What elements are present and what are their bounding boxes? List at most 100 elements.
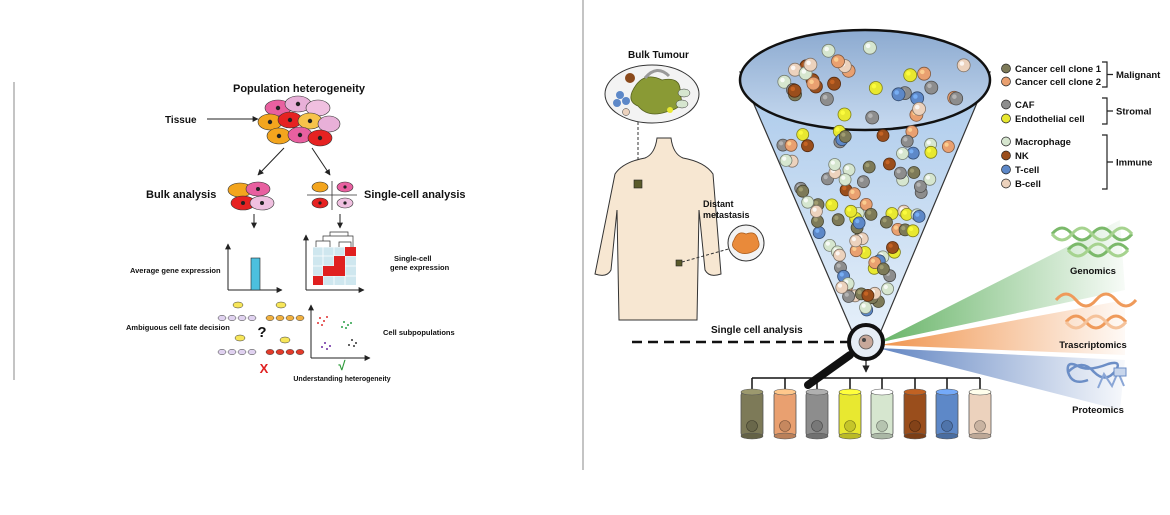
primary-tumour-site-icon: [633, 179, 643, 189]
funnel-cells: [776, 40, 971, 317]
funnel-cell: [868, 81, 883, 95]
funnel-cell: [827, 76, 841, 91]
legend-swatch-b-cell: [1001, 178, 1011, 189]
funnel-cell: [942, 140, 955, 153]
legend-bracket-immune: [1102, 134, 1113, 190]
funnel-cell: [903, 68, 918, 83]
right-panel: Bulk Tumour Distant metastasis Single ce…: [594, 28, 1161, 440]
metastasis-dashed-link: [681, 247, 733, 263]
funnel-cell: [828, 158, 842, 171]
funnel-cell: [912, 209, 926, 223]
metastasis-mass-icon: [732, 232, 760, 254]
legend-label-endothelial-cell: Endothelial cell: [1015, 114, 1085, 125]
funnel-cell: [806, 76, 821, 91]
average-gene-expression-label: Average gene expression: [130, 266, 221, 275]
sample-tube: [935, 388, 959, 440]
funnel-cell: [914, 180, 927, 193]
magnifying-glass-icon: [804, 323, 885, 389]
funnel-cell: [801, 139, 814, 153]
legend-swatch-cancer-cell-clone-2: [1001, 76, 1011, 87]
funnel-cell: [912, 102, 926, 116]
cell-subpopulations-label: Cell subpopulations: [383, 328, 455, 337]
subpopulation-scatter-plot: [308, 304, 371, 361]
protein-structure-icon: [1066, 361, 1127, 389]
funnel-cell: [838, 130, 852, 143]
legend-swatch-caf: [1001, 99, 1011, 110]
transcriptomics-label: Trascriptomics: [1059, 340, 1127, 351]
funnel-cell: [852, 216, 866, 230]
legend-label-macrophage: Macrophage: [1015, 137, 1071, 148]
single-cell-expression-label-line2: gene expression: [390, 263, 450, 272]
funnel-cell: [810, 204, 823, 218]
genomics-label: Genomics: [1070, 266, 1116, 277]
funnel-cell: [857, 175, 870, 189]
left-panel: Population heterogeneity Tissue Bulk ana…: [126, 83, 466, 383]
legend-group-immune: Immune: [1116, 158, 1152, 169]
genomics-beam: [877, 220, 1125, 343]
funnel-cell: [894, 166, 907, 180]
arrow-to-single-cell: [311, 147, 331, 176]
bulk-tumour-mass-icon: [613, 69, 691, 116]
funnel-cell: [838, 173, 852, 187]
distant-metastasis-line2: metastasis: [703, 210, 750, 220]
legend-group-stromal: Stromal: [1116, 107, 1151, 118]
average-expression-plot: [225, 243, 283, 293]
funnel-cell: [820, 92, 834, 106]
funnel-cell: [877, 262, 890, 276]
funnel-cell: [859, 301, 872, 314]
legend-label-caf: CAF: [1015, 100, 1035, 111]
legend-swatch-macrophage: [1001, 136, 1011, 147]
funnel-cell: [917, 66, 931, 81]
funnel-cell: [842, 163, 856, 177]
funnel-cell: [865, 110, 880, 125]
legend-swatch-t-cell: [1001, 164, 1011, 175]
single-cell-heatmap: [303, 231, 365, 293]
funnel-cell: [883, 157, 896, 171]
funnel-cell: [924, 80, 939, 95]
bulk-analysis-label: Bulk analysis: [146, 189, 216, 201]
funnel-cell: [844, 204, 858, 218]
funnel-cell: [949, 91, 964, 106]
funnel-cell: [906, 146, 920, 160]
legend-group-malignant: Malignant: [1116, 70, 1161, 81]
rna-strand-icon: [1054, 292, 1138, 330]
omics-light-beams: [877, 220, 1125, 410]
legend-label-t-cell: T-cell: [1015, 165, 1039, 176]
check-mark-icon: √: [338, 358, 346, 373]
funnel-cell: [861, 288, 875, 302]
funnel-cell: [842, 290, 855, 303]
funnel-cell: [796, 184, 810, 198]
metastasis-site-icon: [675, 259, 683, 267]
tissue-label: Tissue: [165, 115, 197, 126]
funnel-cell: [803, 57, 818, 72]
funnel-cell: [881, 282, 894, 296]
funnel-cell: [900, 134, 914, 148]
proteomics-beam: [878, 348, 1125, 410]
funnel-cell: [847, 187, 861, 201]
sample-tube: [903, 388, 927, 440]
tube-distribution-bracket: [751, 377, 981, 390]
transcriptomics-beam: [880, 300, 1125, 355]
sample-tube: [838, 388, 862, 440]
arrow-to-bulk: [257, 147, 285, 176]
ambiguous-cell-fate-label: Ambiguous cell fate decision: [126, 323, 230, 332]
legend-label-cancer-cell-clone-1: Cancer cell clone 1: [1015, 64, 1102, 75]
funnel-cell: [862, 160, 876, 174]
separated-single-cells-icon: [307, 181, 357, 210]
funnel-cell: [880, 215, 893, 229]
funnel-cell: [787, 83, 802, 98]
ambiguous-cells-icon: [217, 301, 305, 355]
funnel-cell: [876, 129, 890, 142]
legend-swatch-nk: [1001, 150, 1011, 161]
funnel-cell: [864, 207, 878, 221]
sample-tube: [870, 388, 894, 440]
legend-swatch-cancer-cell-clone-1: [1001, 63, 1011, 74]
sample-tube: [968, 388, 992, 440]
sample-tube: [773, 388, 797, 440]
funnel-cell: [821, 43, 836, 58]
legend-bracket-malignant: [1102, 61, 1113, 88]
funnel-cell: [796, 128, 810, 141]
legend-label-b-cell: B-cell: [1015, 179, 1041, 190]
